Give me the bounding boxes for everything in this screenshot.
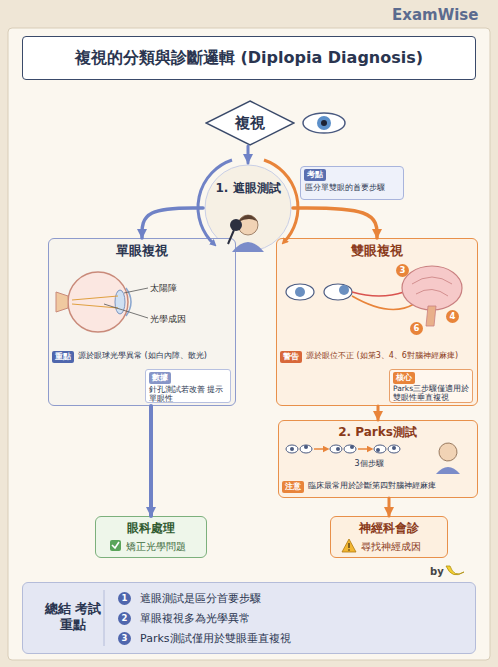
summary-number: 1 [118,592,131,605]
flow-arrow [142,208,203,238]
banana-icon [446,566,464,575]
tip-callout: 數據針孔測試若改善 提示單眼性 [145,369,231,403]
eye-icon-part [321,120,327,126]
flow-arrow [247,146,250,163]
node-heading: 單眼複視 [49,243,234,259]
summary-item: 遮眼測試是區分首要步驟 [140,591,261,606]
key-point-callout: 重點源於眼球光學異常 (如白內障、散光) [52,347,234,369]
part-label: 太陽障 [150,282,177,295]
node-heading: 核心 [393,372,415,384]
summary-item: 單眼複視多為光學異常 [140,611,250,626]
node-body: 源於眼球光學異常 (如白內障、散光) [78,351,234,361]
node-heading: 考點 [304,169,326,181]
warning-callout: 警告源於眼位不正 (如第3、4、6對腦神經麻痺) [280,347,476,369]
eye-icon-part [303,113,345,133]
callout-number: 4 [446,310,459,323]
node-body: 針孔測試若改善 提示單眼性 [149,385,229,404]
process-box: 2. Parks測試 3個步驟注意臨床最常用於診斷第四對腦神經麻痺 [278,420,478,498]
node-heading: 重點 [52,351,74,363]
summary-number: 3 [118,632,131,645]
flow-arrow [293,208,377,238]
node-body: 矯正光學問題 [126,541,204,553]
signature: by [430,566,444,577]
node-heading: 警告 [280,351,302,363]
node-heading: 1. 遮眼測試 [203,181,293,196]
note-callout: 注意臨床最常用於診斷第四對腦神經麻痺 [282,479,474,497]
diagram-title: 複視的分類與診斷邏輯 (Diplopia Diagnosis) [22,36,476,80]
decision-diamond: 複視 [205,100,295,146]
eye-icon-part [317,116,331,130]
part-label: 光學成因 [150,313,186,326]
callout-box: 考點區分單雙眼的首要步驟 [300,166,404,200]
callout-number: 3 [396,264,409,277]
node-body: 臨床最常用於診斷第四對腦神經麻痺 [308,481,474,491]
node-heading: 眼科處理 [96,521,205,536]
node-heading: 總結 考試重點 [43,601,103,634]
node-body: Parks三步驟僅適用於雙眼性垂直複視 [393,384,472,403]
outcome-box: 眼科處理矯正光學問題 [95,516,207,558]
node-body: 區分單雙眼的首要步驟 [305,183,403,193]
flow-arrow [388,498,391,516]
flow-arrow [377,406,380,420]
node-body: 源於眼位不正 (如第3、4、6對腦神經麻痺) [306,351,476,361]
summary-item: Parks測試僅用於雙眼垂直複視 [140,631,291,646]
node-body: 3個步驟 [299,459,439,469]
banana-icon-part [446,566,464,575]
category-panel: 雙眼複視警告源於眼位不正 (如第3、4、6對腦神經麻痺)核心Parks三步驟僅適… [276,238,478,406]
node-heading: 神經科會診 [331,521,446,536]
node-heading: 2. Parks測試 [279,425,476,440]
eye-icon [303,113,345,133]
node-body: 尋找神經成因 [361,541,445,553]
node-heading: 複視 [205,114,295,133]
outcome-box: 神經科會診尋找神經成因 [330,516,448,558]
flow-arrow [149,406,153,516]
diamond-shape [206,101,294,145]
callout-number: 6 [410,322,423,335]
paper-sheet [8,28,490,660]
category-panel: 單眼複視重點源於眼球光學異常 (如白內障、散光)數據針孔測試若改善 提示單眼性 [48,238,236,406]
core-callout: 核心Parks三步驟僅適用於雙眼性垂直複視 [389,369,473,403]
node-heading: 數據 [149,372,171,384]
summary-number: 2 [118,612,131,625]
node-heading: 注意 [282,481,304,493]
watermark: ExamWise [392,6,478,24]
node-heading: 雙眼複視 [277,243,476,259]
